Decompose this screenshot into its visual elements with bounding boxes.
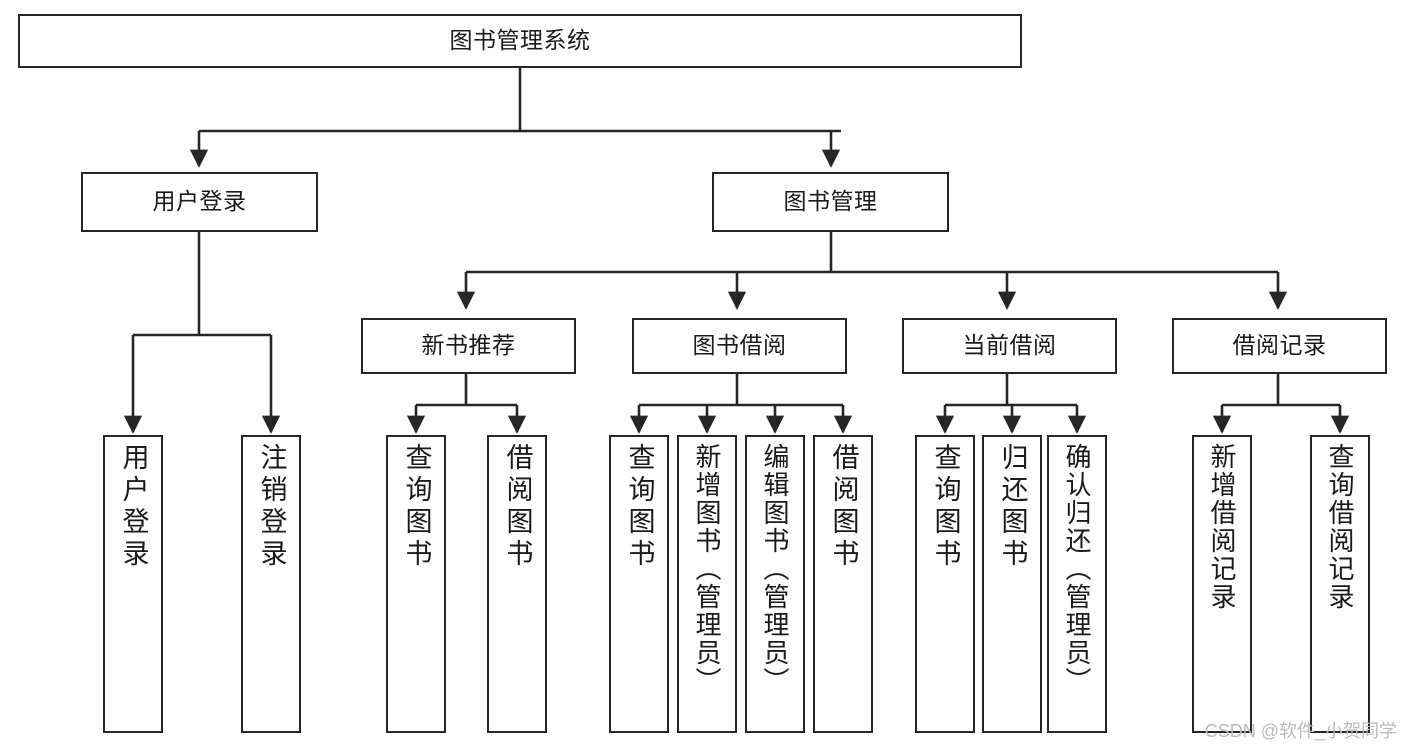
node-leaf-query-book-1[interactable]: 查询图书 — [386, 435, 446, 733]
node-leaf-add-book-label: 新增图书（管理员） — [692, 443, 722, 695]
node-leaf-edit-book-label: 编辑图书（管理员） — [760, 443, 790, 695]
node-leaf-borrow-book-1[interactable]: 借阅图书 — [487, 435, 547, 733]
node-leaf-query-book-3[interactable]: 查询图书 — [915, 435, 975, 733]
node-leaf-query-book-2[interactable]: 查询图书 — [609, 435, 669, 733]
node-root[interactable]: 图书管理系统 — [18, 14, 1022, 68]
node-root-label: 图书管理系统 — [449, 27, 591, 54]
node-leaf-borrow-book-1-label: 借阅图书 — [502, 443, 533, 571]
node-leaf-add-record-label: 新增借阅记录 — [1207, 443, 1237, 611]
node-leaf-return-book[interactable]: 归还图书 — [982, 435, 1042, 733]
node-leaf-borrow-book-2[interactable]: 借阅图书 — [813, 435, 873, 733]
node-leaf-confirm-return[interactable]: 确认归还（管理员） — [1047, 435, 1107, 733]
node-book-borrow-label: 图书借阅 — [692, 332, 787, 359]
node-current-borrow-label: 当前借阅 — [962, 332, 1057, 359]
node-leaf-query-record-label: 查询借阅记录 — [1325, 443, 1355, 611]
node-leaf-query-record[interactable]: 查询借阅记录 — [1310, 435, 1370, 733]
node-leaf-user-logout-label: 注销登录 — [256, 443, 287, 571]
node-leaf-borrow-book-2-label: 借阅图书 — [828, 443, 859, 571]
node-leaf-add-record[interactable]: 新增借阅记录 — [1192, 435, 1252, 733]
node-user-login-label: 用户登录 — [152, 188, 247, 215]
node-new-book-rec-label: 新书推荐 — [421, 332, 516, 359]
watermark-text: CSDN @软件_小贺同学 — [1204, 721, 1397, 741]
node-leaf-query-book-1-label: 查询图书 — [401, 443, 432, 571]
node-leaf-query-book-3-label: 查询图书 — [930, 443, 961, 571]
node-borrow-record[interactable]: 借阅记录 — [1172, 318, 1387, 374]
node-leaf-user-login-label: 用户登录 — [118, 443, 149, 571]
node-leaf-user-login[interactable]: 用户登录 — [103, 435, 163, 733]
node-borrow-record-label: 借阅记录 — [1232, 332, 1327, 359]
node-leaf-return-book-label: 归还图书 — [997, 443, 1028, 571]
node-current-borrow[interactable]: 当前借阅 — [902, 318, 1117, 374]
node-leaf-edit-book[interactable]: 编辑图书（管理员） — [745, 435, 805, 733]
node-leaf-confirm-return-label: 确认归还（管理员） — [1062, 443, 1092, 695]
node-book-borrow[interactable]: 图书借阅 — [632, 318, 847, 374]
node-user-login[interactable]: 用户登录 — [81, 172, 318, 232]
node-new-book-rec[interactable]: 新书推荐 — [361, 318, 576, 374]
node-book-manage-label: 图书管理 — [783, 188, 878, 215]
node-leaf-add-book[interactable]: 新增图书（管理员） — [677, 435, 737, 733]
node-leaf-query-book-2-label: 查询图书 — [624, 443, 655, 571]
node-leaf-user-logout[interactable]: 注销登录 — [241, 435, 301, 733]
node-book-manage[interactable]: 图书管理 — [712, 172, 949, 232]
